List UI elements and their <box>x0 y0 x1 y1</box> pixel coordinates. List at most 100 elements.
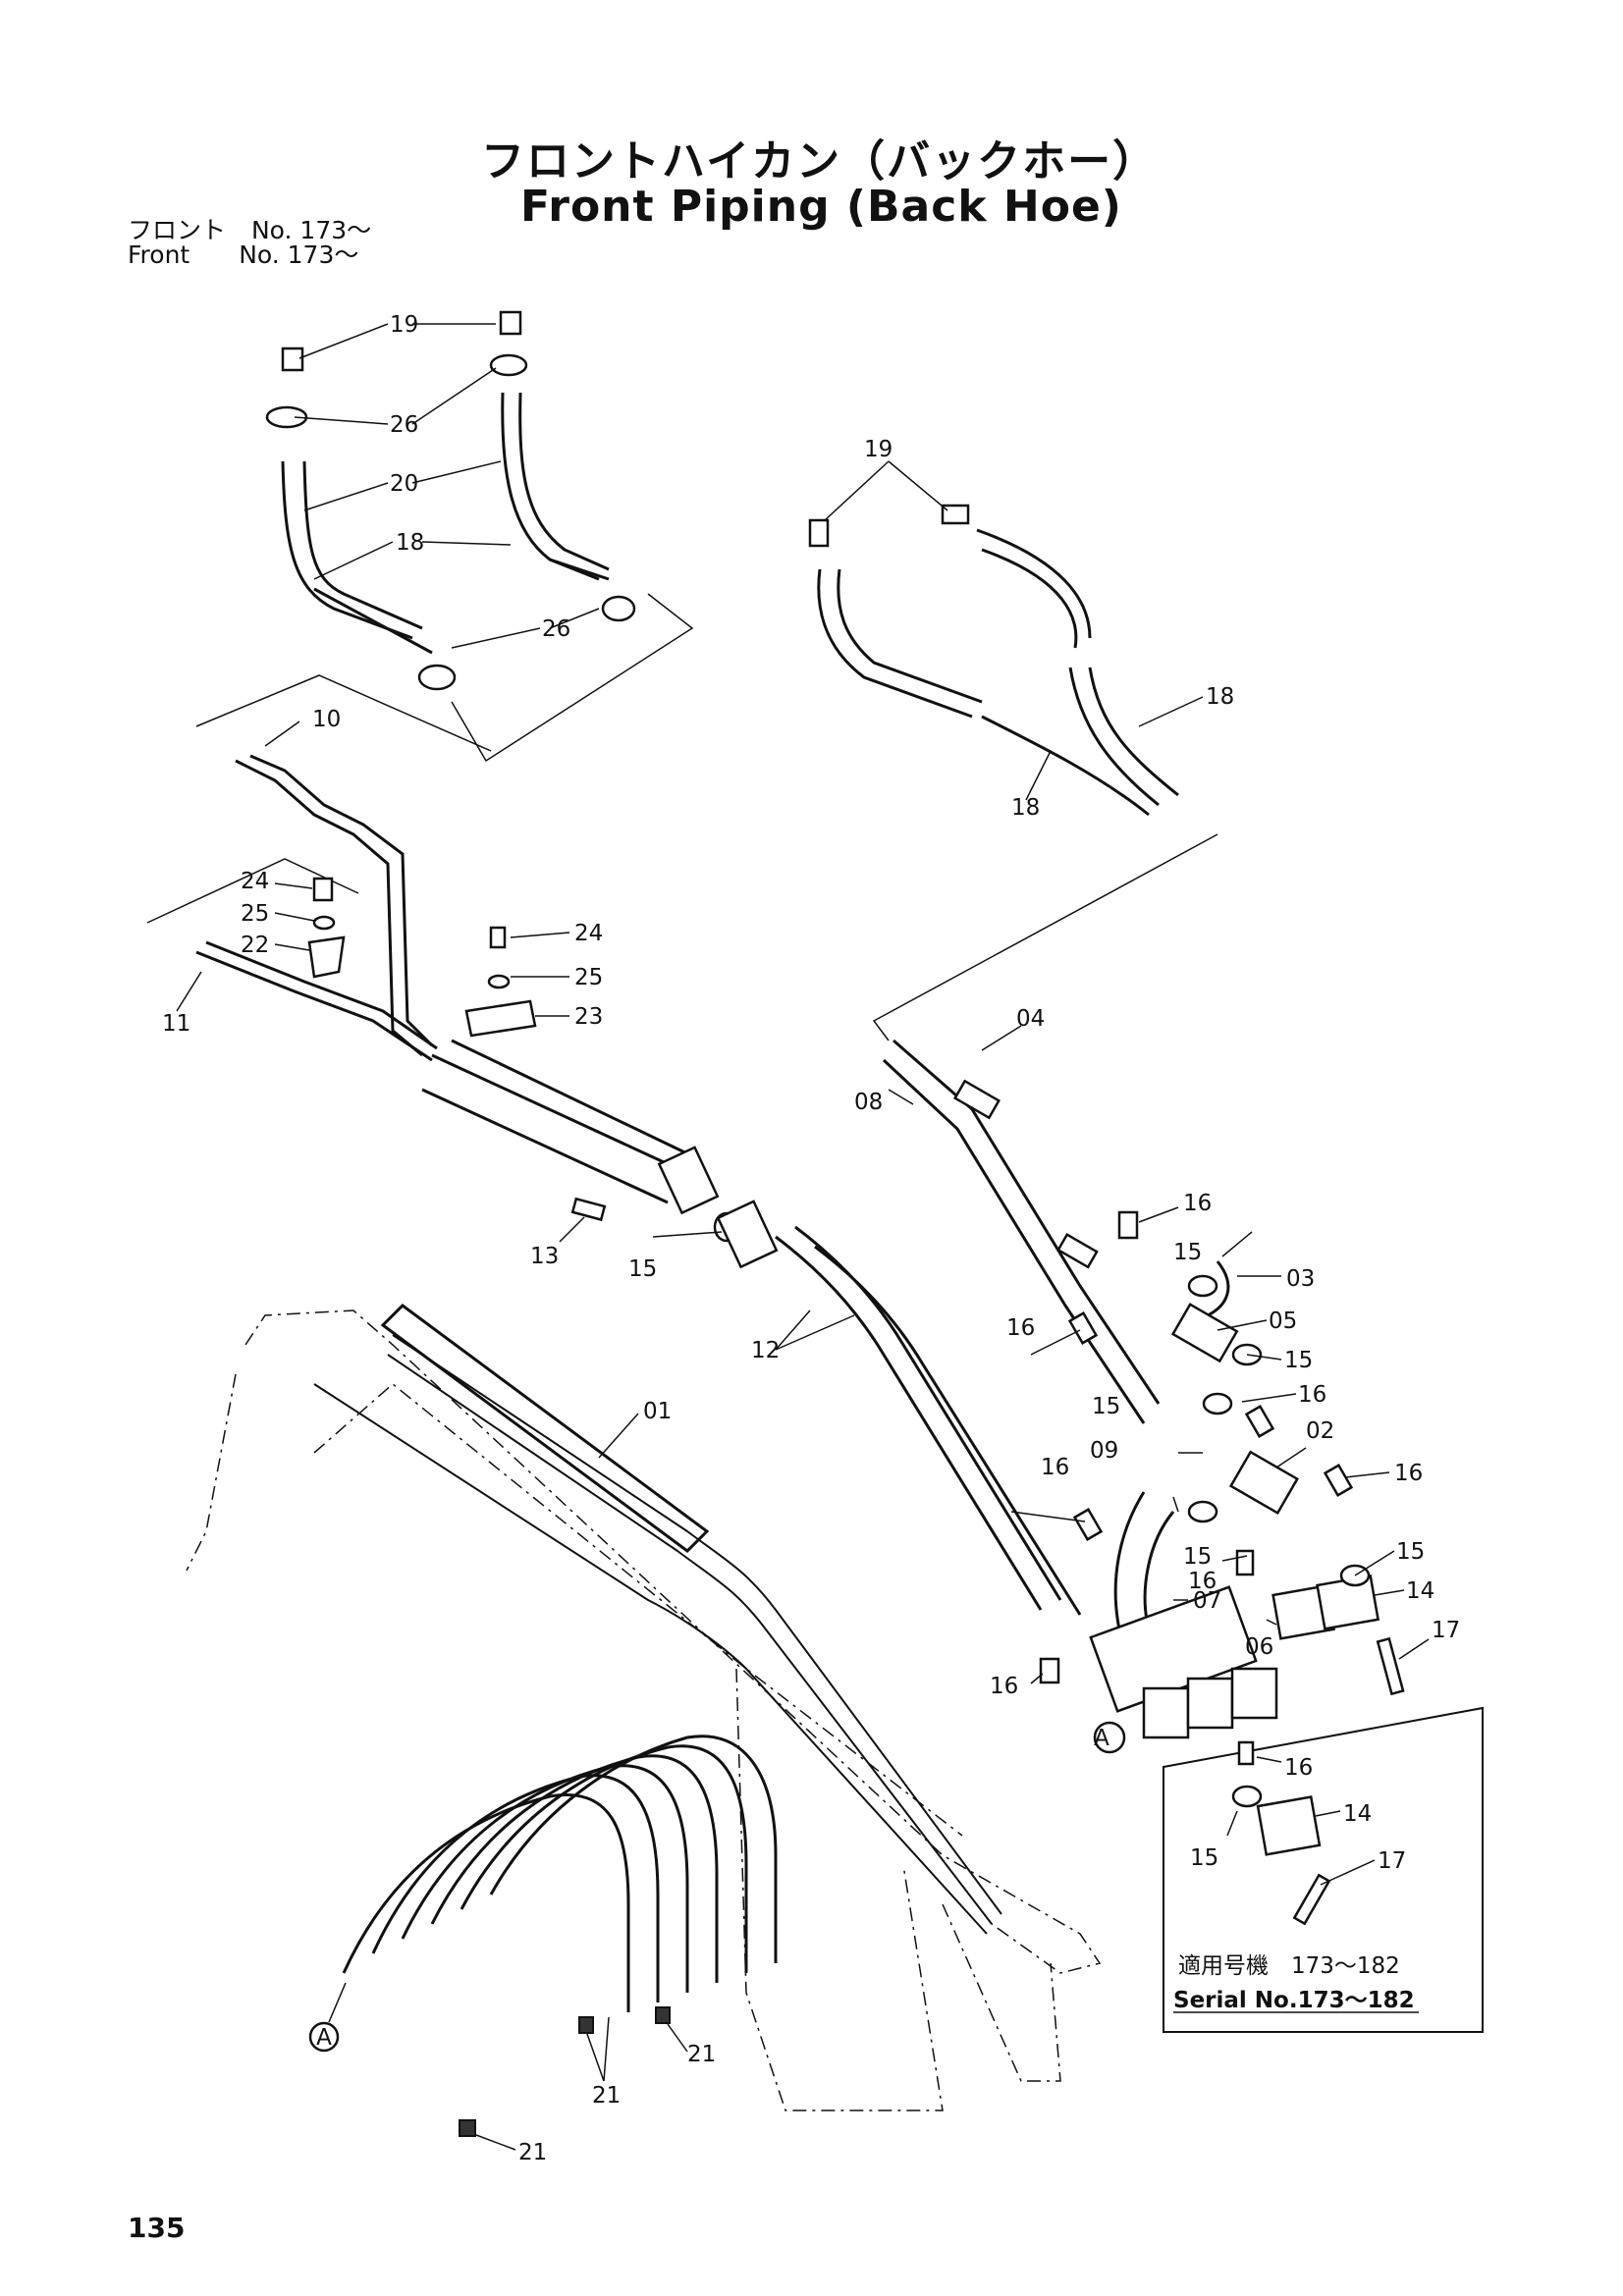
label-07: 07 <box>1193 1588 1221 1614</box>
pipe-09 <box>1113 1491 1146 1630</box>
hose-18-left <box>313 587 433 655</box>
boom-arm-outline <box>186 1304 1102 2111</box>
arm-dash <box>735 1668 944 2111</box>
label-23: 23 <box>574 1004 603 1030</box>
label-21-c: 21 <box>518 2140 547 2165</box>
oring-15-a <box>1187 1274 1218 1298</box>
boom-dash-a <box>244 1309 1102 1974</box>
front-no-jp: No. 173～ <box>250 216 372 244</box>
pipe-group-middle <box>421 1039 1082 1616</box>
label-20: 20 <box>390 471 418 497</box>
clamp-22 <box>307 935 346 979</box>
bolt-16-d <box>1323 1464 1354 1497</box>
pipe-12-b <box>794 1225 1062 1601</box>
label-17: 17 <box>1432 1618 1460 1643</box>
bolt-16-e <box>1235 1549 1255 1576</box>
oring-15-c <box>1202 1392 1233 1415</box>
bolt-16-f <box>1072 1508 1104 1541</box>
boom-hose-b <box>387 1354 993 1925</box>
boom-dash-c <box>313 1383 963 1837</box>
label-02: 02 <box>1306 1418 1334 1444</box>
pipe-10 <box>235 759 423 1057</box>
hose-bundle-4 <box>430 1754 719 1983</box>
cylinder-01 <box>380 1304 710 1553</box>
pipe-group-10-11 <box>146 674 570 1062</box>
pipe-group-right <box>882 1039 1405 1754</box>
label-24-b: 24 <box>574 921 603 946</box>
marker-a-manifold <box>1093 1721 1126 1754</box>
nut-21-a <box>459 2119 476 2137</box>
oring-15-detail <box>1231 1785 1263 1808</box>
hose-bundle-3 <box>401 1764 689 1993</box>
bolt-24-a <box>312 877 334 902</box>
label-16-detail: 16 <box>1284 1755 1313 1781</box>
front-label-en: Front No. 173～ <box>128 236 358 271</box>
pipe-12-c <box>814 1245 1082 1616</box>
fitting-19-a <box>281 347 304 372</box>
label-14-detail: 14 <box>1343 1801 1372 1827</box>
bolt-24-b <box>489 926 507 949</box>
hose-20-left-b <box>302 460 423 630</box>
label-16-g: 16 <box>990 1674 1018 1699</box>
applicability-text: 適用号機 173～182 Serial No.173～182 <box>1173 1953 1419 2013</box>
bolt-17 <box>1376 1636 1405 1696</box>
label-06: 06 <box>1245 1634 1273 1660</box>
label-19-a: 19 <box>390 312 418 338</box>
label-15-d: 15 <box>1183 1544 1212 1570</box>
block-05 <box>1170 1303 1239 1363</box>
applicability-en: Serial No.173～182 <box>1173 1988 1415 2013</box>
manifold-a <box>1089 1585 1258 1713</box>
label-14: 14 <box>1406 1578 1434 1604</box>
front-en-text: Front <box>128 240 190 269</box>
label-16-c: 16 <box>1298 1382 1326 1408</box>
label-04: 04 <box>1016 1006 1045 1032</box>
label-08: 08 <box>854 1090 883 1115</box>
boom-hose-c <box>313 1383 988 1935</box>
label-16-b: 16 <box>1006 1315 1035 1341</box>
hose-18-right <box>549 558 610 581</box>
hose-outline-box <box>451 593 694 763</box>
page-number: 135 <box>128 2212 186 2244</box>
block-14-detail <box>1256 1795 1322 1856</box>
label-18-b: 18 <box>1206 684 1234 710</box>
label-05: 05 <box>1269 1308 1297 1334</box>
boom-dash-b <box>186 1373 237 1572</box>
label-16-e: 16 <box>1394 1461 1423 1486</box>
label-09: 09 <box>1090 1438 1118 1464</box>
front-no-en: No. 173～ <box>239 240 359 269</box>
leaders-right <box>888 1025 1430 1684</box>
leaders-top-left <box>294 323 600 649</box>
label-03: 03 <box>1286 1266 1315 1292</box>
front-label-jp: フロント No. 173～ <box>128 211 371 246</box>
nut-21-c <box>655 2006 671 2024</box>
hose-20-right-b <box>518 392 610 571</box>
pipe-03 <box>1207 1260 1230 1317</box>
pipe-04 <box>893 1039 1161 1405</box>
pipe-11 <box>195 950 433 1062</box>
block-14-m1 <box>1142 1686 1190 1739</box>
label-12: 12 <box>751 1338 780 1363</box>
hose-18-tr-g <box>981 715 1150 817</box>
label-11: 11 <box>162 1011 190 1037</box>
label-18-c: 18 <box>1011 795 1040 821</box>
hose-bundle-6 <box>489 1735 778 1963</box>
outline-11 <box>146 858 359 924</box>
hose-assembly-top-right <box>808 460 1218 1041</box>
marker-a-bundle <box>308 2021 340 2053</box>
label-15-a: 15 <box>1173 1240 1202 1265</box>
clamp-26-a <box>265 405 308 429</box>
bolt-16-b <box>1067 1311 1099 1345</box>
pipe-10-b <box>249 754 434 1047</box>
hose-assembly-top-left <box>265 310 694 763</box>
hose-bundle-2 <box>371 1774 660 2002</box>
front-jp-text: フロント <box>128 216 227 244</box>
hose-18-tr-a <box>817 568 973 719</box>
flange-mid-b <box>716 1200 779 1269</box>
block-02 <box>1228 1450 1299 1516</box>
label-15-mid: 15 <box>628 1256 657 1282</box>
page-title-en: Front Piping (Back Hoe) <box>520 182 1122 232</box>
label-16-f: 16 <box>1188 1569 1217 1594</box>
hose-bundle-5 <box>460 1744 748 1973</box>
label-18-a: 18 <box>396 530 424 556</box>
